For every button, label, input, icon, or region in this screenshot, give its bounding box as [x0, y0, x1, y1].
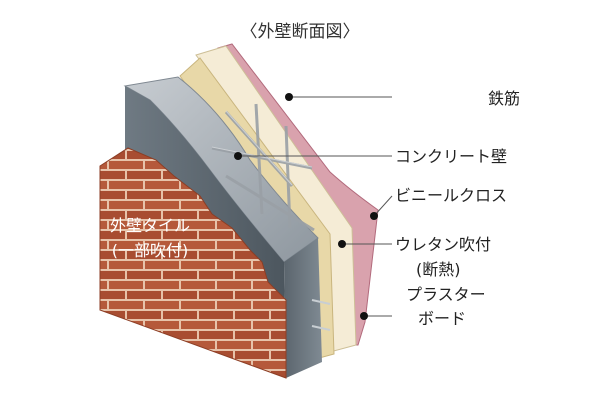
label-urethane-line1: ウレタン吹付 [395, 235, 491, 254]
tile-label-line2: (一部吹付) [112, 241, 189, 260]
diagram-title: 〈外壁断面図〉 [241, 22, 360, 42]
label-plaster-line1: プラスター [406, 285, 486, 304]
label-urethane-line2: (断熱) [416, 260, 461, 279]
label-plaster-line2: ボード [418, 309, 466, 328]
rebar-grid [211, 103, 315, 232]
label-vinyl: ビニールクロス [395, 186, 507, 205]
anchor-marks [311, 299, 331, 331]
leader-dots [234, 93, 378, 320]
leader-lines [238, 96, 393, 317]
label-concrete: コンクリート壁 [395, 147, 507, 166]
brick-tile-facade [99, 147, 287, 379]
concrete-side-face [284, 238, 322, 378]
tile-label-line1: 外壁タイル [110, 216, 190, 235]
label-rebar: 鉄筋 [488, 89, 520, 108]
